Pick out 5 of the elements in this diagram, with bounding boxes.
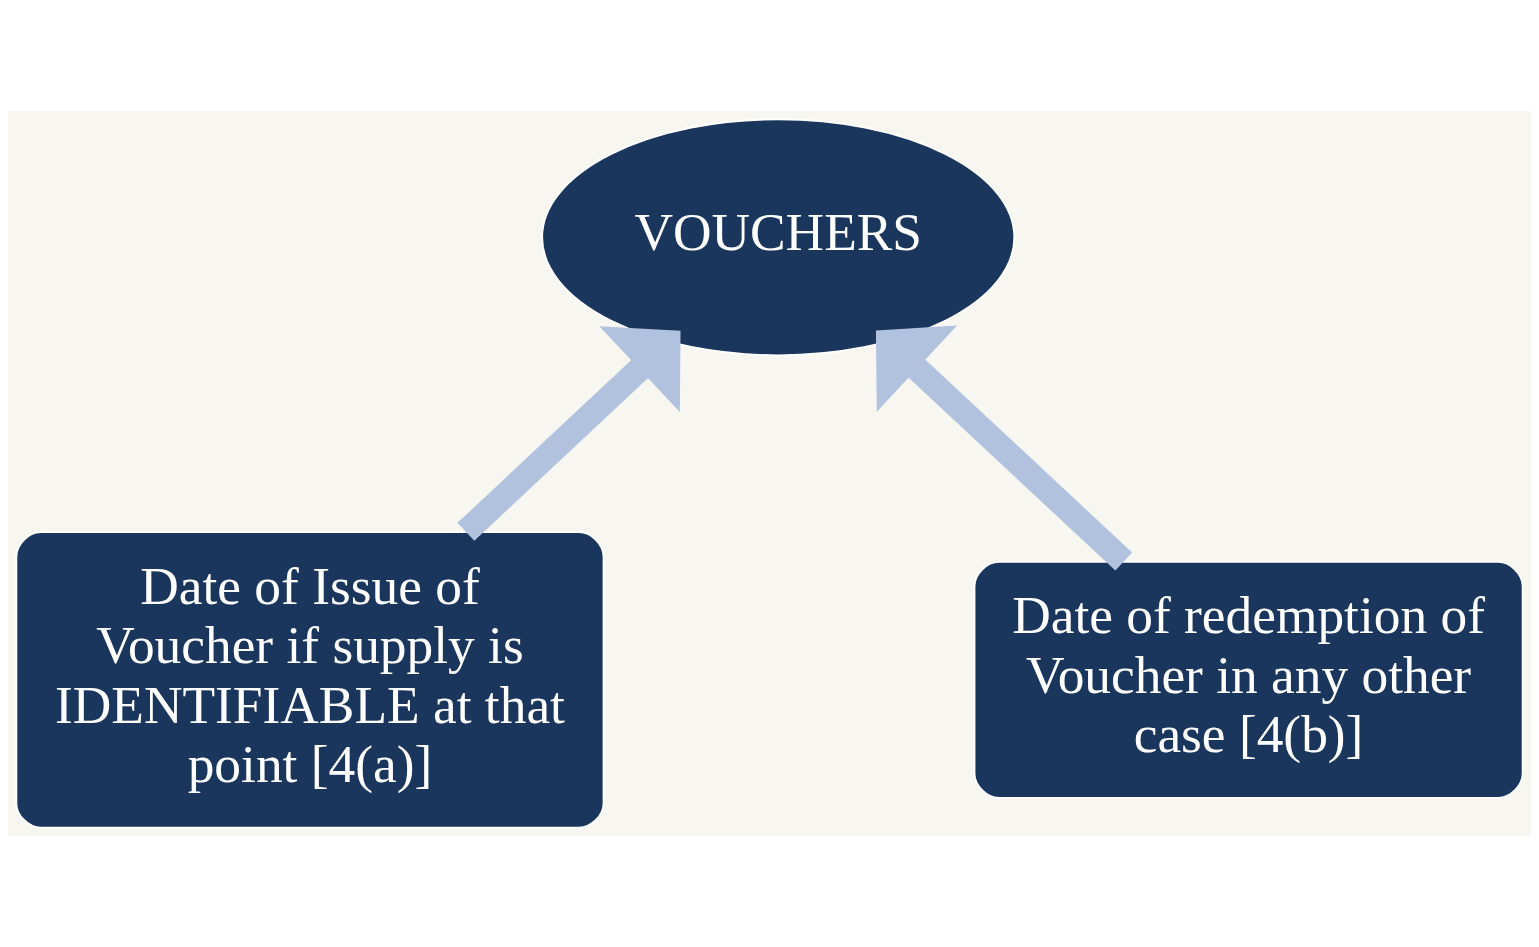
node-ellipse: VOUCHERS [541,118,1016,357]
arrow [457,326,681,541]
node-box: Date of Issue of Voucher if supply is IDENTIFIABLE at that point [4(a)] [15,531,605,829]
arrow [875,325,1133,571]
node-box: Date of redemption of Voucher in any other case [4(b)] [973,560,1524,800]
